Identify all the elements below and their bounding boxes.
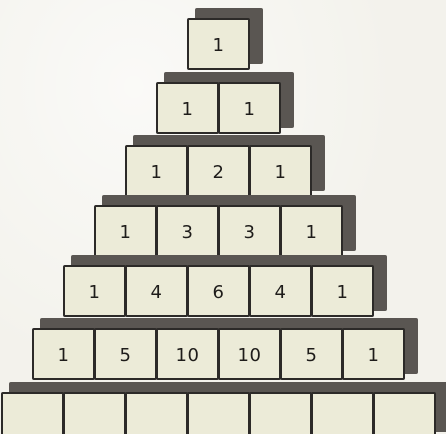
pyramid-block: 1 [249, 145, 312, 197]
pyramid-block: 1 [94, 205, 157, 257]
pyramid-block [311, 392, 374, 434]
pyramid-block: 1 [125, 145, 188, 197]
block-number: 2 [213, 162, 225, 183]
pyramid-block: 5 [94, 328, 157, 380]
block-number: 10 [176, 345, 200, 366]
block-number: 1 [306, 222, 318, 243]
pyramid-block [125, 392, 188, 434]
pyramid-block [373, 392, 436, 434]
pyramid-block [1, 392, 64, 434]
block-number: 5 [306, 345, 318, 366]
pyramid-block: 4 [125, 265, 188, 317]
pyramid-block: 1 [32, 328, 95, 380]
pyramid-block: 4 [249, 265, 312, 317]
pyramid-block: 3 [218, 205, 281, 257]
block-number: 1 [368, 345, 380, 366]
block-number: 4 [275, 282, 287, 303]
pyramid-block: 1 [63, 265, 126, 317]
pyramid-block: 1 [280, 205, 343, 257]
block-number: 1 [275, 162, 287, 183]
pyramid-block: 1 [342, 328, 405, 380]
pyramid-block: 5 [280, 328, 343, 380]
pyramid-block: 10 [218, 328, 281, 380]
block-number: 1 [182, 99, 194, 120]
block-number: 3 [182, 222, 194, 243]
pyramid-block: 1 [311, 265, 374, 317]
pyramid-block: 1 [218, 82, 281, 134]
block-number: 1 [58, 345, 70, 366]
block-number: 6 [213, 282, 225, 303]
pyramid-block [63, 392, 126, 434]
block-number: 5 [120, 345, 132, 366]
block-number: 1 [244, 99, 256, 120]
block-number: 1 [151, 162, 163, 183]
pyramid-block: 10 [156, 328, 219, 380]
block-number: 1 [213, 35, 225, 56]
pyramid-block: 6 [187, 265, 250, 317]
pyramid-block: 2 [187, 145, 250, 197]
pyramid-block: 1 [156, 82, 219, 134]
block-number: 1 [337, 282, 349, 303]
block-number: 3 [244, 222, 256, 243]
block-number: 1 [120, 222, 132, 243]
block-number: 10 [238, 345, 262, 366]
block-number: 1 [89, 282, 101, 303]
pyramid-block: 3 [156, 205, 219, 257]
pyramid-block: 1 [187, 18, 250, 70]
block-number: 4 [151, 282, 163, 303]
pyramid-block [249, 392, 312, 434]
pyramid-block [187, 392, 250, 434]
